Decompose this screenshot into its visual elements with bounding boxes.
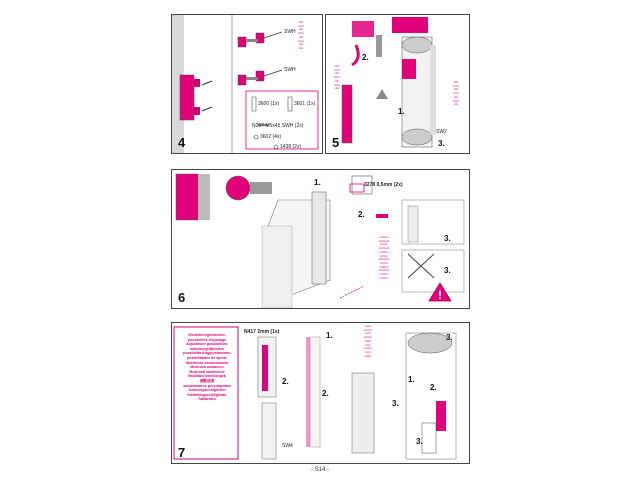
panel-6-note: ▪▪▪▪▪▪▪▪▪▪▪▪▪▪▪▪▪▪▪▪▪▪▪▪▪▪▪▪▪▪▪▪▪▪▪▪▪▪▪▪… <box>378 235 390 280</box>
panel-7-step-3a: 3. <box>446 333 453 342</box>
panel-7-step-2a: 2. <box>322 389 329 398</box>
panel-5-note-right: ▪▪▪▪▪▪▪▪▪▪▪▪▪▪▪▪▪▪▪▪▪▪▪▪▪▪▪▪▪▪▪ <box>453 80 459 107</box>
label-1438: 1438 (2x) <box>280 144 302 150</box>
panel-6-step-2: 2. <box>358 210 365 219</box>
panel-7-step-2b: 2. <box>282 377 289 386</box>
panel-7-step-2c: 2. <box>430 383 437 392</box>
panel-7-step-1a: 1. <box>326 331 333 340</box>
label-sw4: SW4 <box>282 443 293 449</box>
adjustment-languages-list: Einstellmöglichkeiten possibilités d'aju… <box>178 333 236 402</box>
label-3278: 3278 0,5mm (2x) <box>364 182 403 188</box>
panel-5-step-1: 1. <box>398 107 405 116</box>
panel-6-step-3a: 3. <box>444 234 451 243</box>
label-swh-a: SWH <box>284 29 296 35</box>
panel-5-illustration <box>341 21 436 148</box>
page-number: - S14 - <box>310 467 329 473</box>
label-screws: N207 M5x45 SWH (2x) <box>252 123 304 129</box>
panel-5-step-2: 2. <box>362 53 369 62</box>
label-sw2: SW2 <box>436 129 447 135</box>
lang-line-13: Inställningsmöjligheter <box>187 392 227 397</box>
panel-7-step-1b: 1. <box>408 375 415 384</box>
panel-5-note-top <box>392 17 428 33</box>
lang-line-4: possibilità d'aggiustamento <box>183 351 231 356</box>
panel-5-number: 5 <box>332 135 340 150</box>
label-swh-b: SWH <box>284 67 296 73</box>
panel-5-note-left: ▪▪▪▪▪▪▪▪▪▪▪▪▪▪▪▪▪▪▪▪▪▪▪▪▪▪▪▪▪▪▪ <box>334 64 340 91</box>
panel-step-6: 3278 0,5mm (2x) ▪▪▪▪▪▪▪▪▪▪▪▪▪▪▪▪▪▪▪▪▪▪▪▪… <box>171 169 470 309</box>
panel-step-4: ▪▪▪▪▪▪▪▪▪▪▪▪▪▪▪▪▪▪▪▪▪▪▪▪▪▪▪▪▪▪▪▪▪▪▪ SWH … <box>171 14 323 154</box>
panel-4-number: 4 <box>178 135 186 150</box>
lang-line-2: adjustment possibilities <box>186 342 228 347</box>
panel-7-illustration <box>173 326 457 460</box>
panel-4-illustration <box>172 15 319 153</box>
label-3601: 3601 (1x) <box>294 101 316 107</box>
panel-step-5: ▪▪▪▪▪▪▪▪▪▪▪▪▪▪▪▪▪▪▪▪▪▪▪▪▪▪▪▪▪▪▪ ▪▪▪▪▪▪▪▪… <box>325 14 470 154</box>
panel-7-step-3c: 3. <box>416 437 423 446</box>
lang-line-10: 调整选项 <box>199 378 215 383</box>
lang-line-14: Säätövara <box>198 397 216 402</box>
panel-7-note: ▪▪▪▪▪▪▪▪▪▪▪▪▪▪▪▪▪▪▪▪▪▪▪▪▪▪▪▪▪▪▪▪▪▪▪▪▪▪▪▪… <box>364 324 372 358</box>
panel-6-illustration <box>175 173 465 308</box>
panel-7-step-3b: 3. <box>392 399 399 408</box>
warning-icon: ! <box>428 282 452 302</box>
label-n417: N417 2mm (1x) <box>244 329 280 335</box>
panel-6-step-3b: 3. <box>444 266 451 275</box>
svg-text:!: ! <box>438 288 442 302</box>
handle-note-text: ▪▪▪▪▪▪▪▪▪▪▪▪▪▪▪▪▪▪▪▪▪▪▪▪▪▪▪▪▪▪▪▪▪▪▪ <box>298 20 304 50</box>
lang-line-12: Justeringsmuligheder <box>188 388 226 393</box>
label-3600: 3600 (1x) <box>258 101 280 107</box>
lang-line-6: Możliwość zastosowania <box>185 360 229 365</box>
lang-line-0: Einstellmöglichkeiten <box>188 333 226 337</box>
lang-line-8: Možnosti nastavenie <box>189 369 225 374</box>
panel-6-step-1: 1. <box>314 178 321 187</box>
handle-note-box: ▪▪▪▪▪▪▪▪▪▪▪▪▪▪▪▪▪▪▪▪▪▪▪▪▪▪▪▪▪▪▪▪▪▪▪ <box>290 20 312 67</box>
lang-line-9: Beállítási lehetőségek <box>188 374 226 379</box>
lang-line-1: possibilités d'ajustage <box>187 337 227 342</box>
lang-line-7: Možnosti nastavení <box>190 365 224 370</box>
lang-line-11: возможность регулировки <box>183 383 231 388</box>
panel-7-number: 7 <box>178 445 186 460</box>
lang-line-5: posibilidades de ajuste <box>187 355 227 360</box>
label-3602: 3602 (4x) <box>260 134 282 140</box>
panel-6-number: 6 <box>178 290 186 305</box>
panel-5-step-3: 3. <box>438 139 445 148</box>
panel-step-7: Einstellmöglichkeiten possibilités d'aju… <box>171 322 470 464</box>
lang-line-3: Instelmogelijkheden <box>189 346 225 351</box>
